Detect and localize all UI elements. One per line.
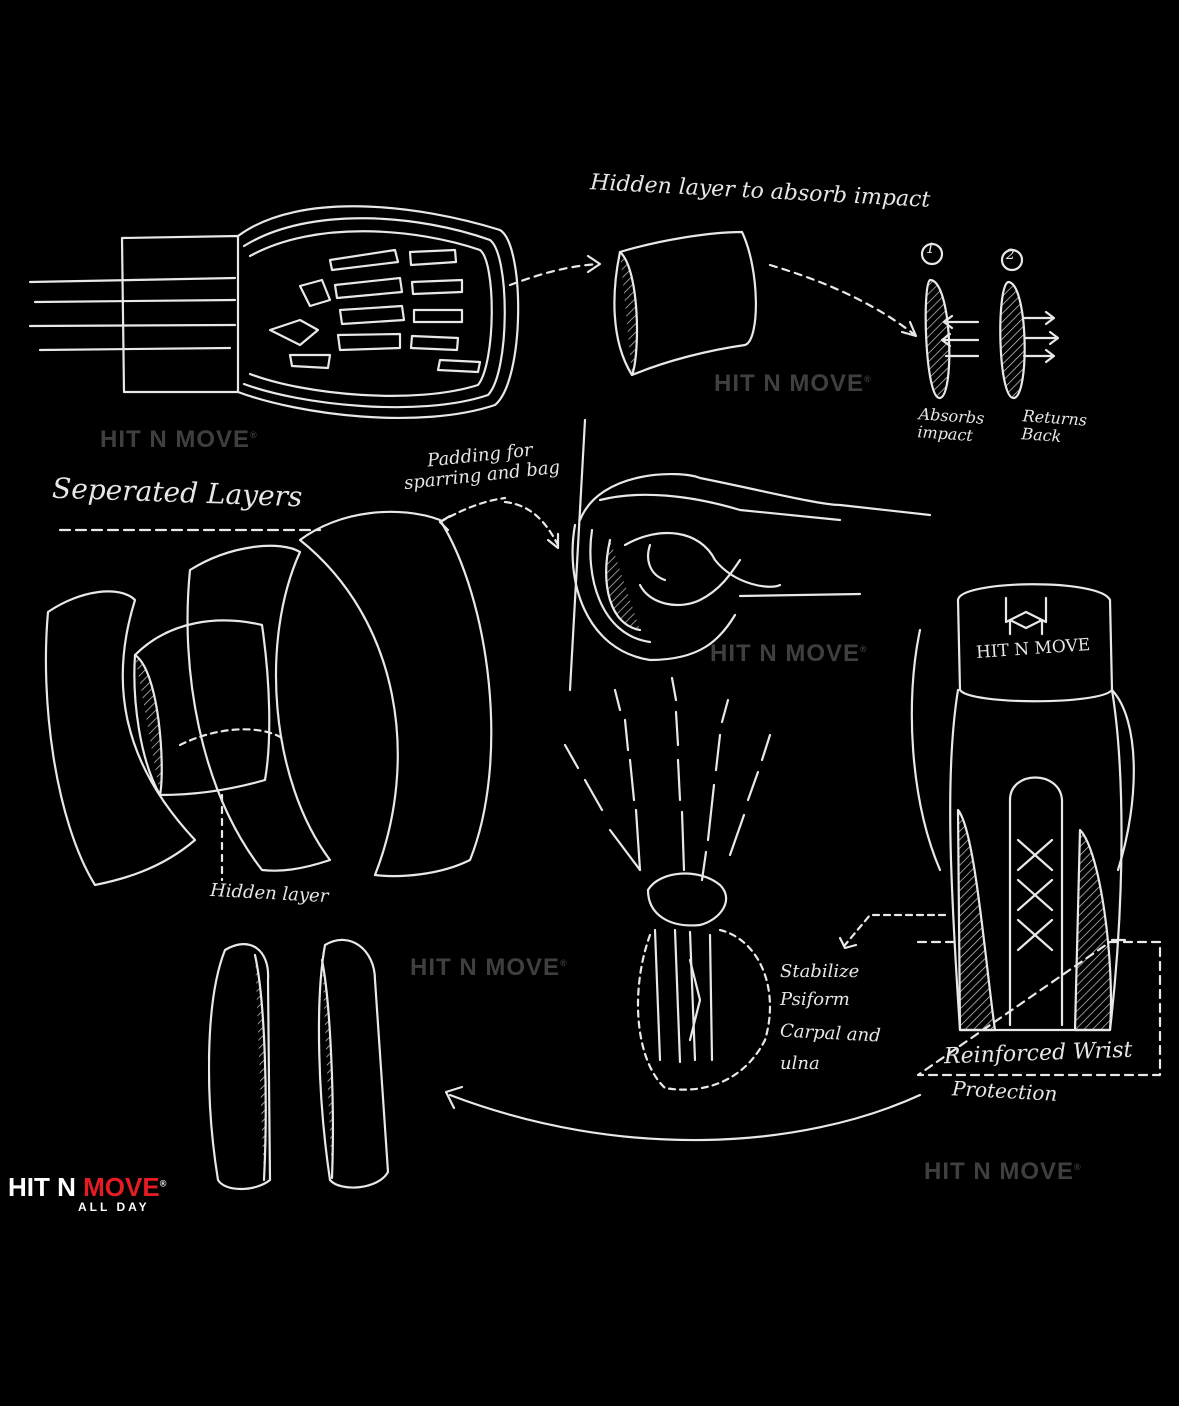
padding-arrows <box>438 496 560 550</box>
label-stabilize-1: Stabilize <box>780 961 860 982</box>
label-stabilize-4: ulna <box>780 1053 820 1074</box>
brand-logo: HIT N MOVE® ALL DAY <box>0 1060 208 1220</box>
compression-diagram-2 <box>999 248 1060 400</box>
brand-tagline: ALL DAY <box>78 1200 150 1214</box>
bottom-pads-drawing <box>207 938 390 1191</box>
label-number-2: 2 <box>1006 247 1015 263</box>
brand-name: HIT N MOVE® <box>8 1172 167 1202</box>
return-arrow <box>444 1085 922 1142</box>
watermark: HIT N MOVE® <box>714 370 872 397</box>
label-number-1: 1 <box>926 241 935 257</box>
fist-side-view-drawing <box>568 418 932 692</box>
watermark: HIT N MOVE® <box>410 954 568 981</box>
skeleton-hand-drawing <box>563 676 772 1091</box>
watermark: HIT N MOVE® <box>710 640 868 667</box>
label-returns-back: Returns Back <box>1020 406 1088 446</box>
arrow-to-compression <box>768 263 918 338</box>
hidden-pad-drawing <box>613 230 757 377</box>
glove-front-view-drawing <box>838 583 1162 1077</box>
arrow-to-hidden-pad <box>508 254 602 287</box>
label-absorbs-impact: Absorbs impact <box>916 404 985 445</box>
watermark: HIT N MOVE® <box>924 1158 1082 1185</box>
compression-diagram-1 <box>920 242 980 400</box>
label-stabilize-2: Psiform <box>780 989 850 1010</box>
xray-glove-drawing <box>28 205 520 420</box>
watermark: HIT N MOVE® <box>100 426 258 453</box>
label-protection: Protection <box>951 1076 1059 1106</box>
separated-layers-drawing <box>44 510 493 887</box>
